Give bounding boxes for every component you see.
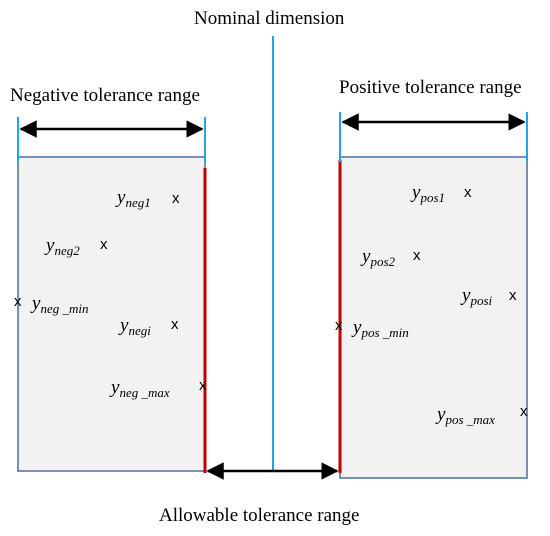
positive-tolerance-box — [339, 156, 528, 479]
point-marker-ypos2: x — [413, 247, 421, 264]
point-label-ypos-max: ypos _max — [437, 404, 495, 427]
point-label-yposi: yposi — [462, 285, 493, 308]
point-marker-ypos-max: x — [520, 403, 528, 420]
negative-range-label: Negative tolerance range — [10, 85, 200, 106]
point-label-yneg1: yneg1 — [117, 187, 151, 210]
point-marker-yneg1: x — [172, 190, 180, 207]
positive-range-label: Positive tolerance range — [339, 77, 522, 98]
point-marker-ypos1: x — [464, 184, 472, 201]
negative-tolerance-box — [17, 156, 206, 472]
point-marker-yneg-min: x — [14, 293, 22, 310]
nominal-dimension-label: Nominal dimension — [194, 8, 345, 29]
point-label-yneg-min: yneg _min — [32, 293, 89, 316]
point-label-ypos2: ypos2 — [362, 246, 395, 269]
point-label-ynegi: ynegi — [120, 315, 151, 338]
point-label-ypos-min: ypos _min — [353, 317, 409, 340]
point-marker-yposi: x — [509, 287, 517, 304]
point-marker-ynegi: x — [171, 316, 179, 333]
point-label-ypos1: ypos1 — [412, 182, 445, 205]
point-label-yneg-max: yneg _max — [111, 377, 170, 400]
point-marker-ypos-min: x — [335, 317, 343, 334]
allowable-range-label: Allowable tolerance range — [159, 505, 360, 526]
point-marker-yneg2: x — [100, 236, 108, 253]
point-marker-yneg-max: x — [199, 377, 207, 394]
point-label-yneg2: yneg2 — [46, 235, 80, 258]
